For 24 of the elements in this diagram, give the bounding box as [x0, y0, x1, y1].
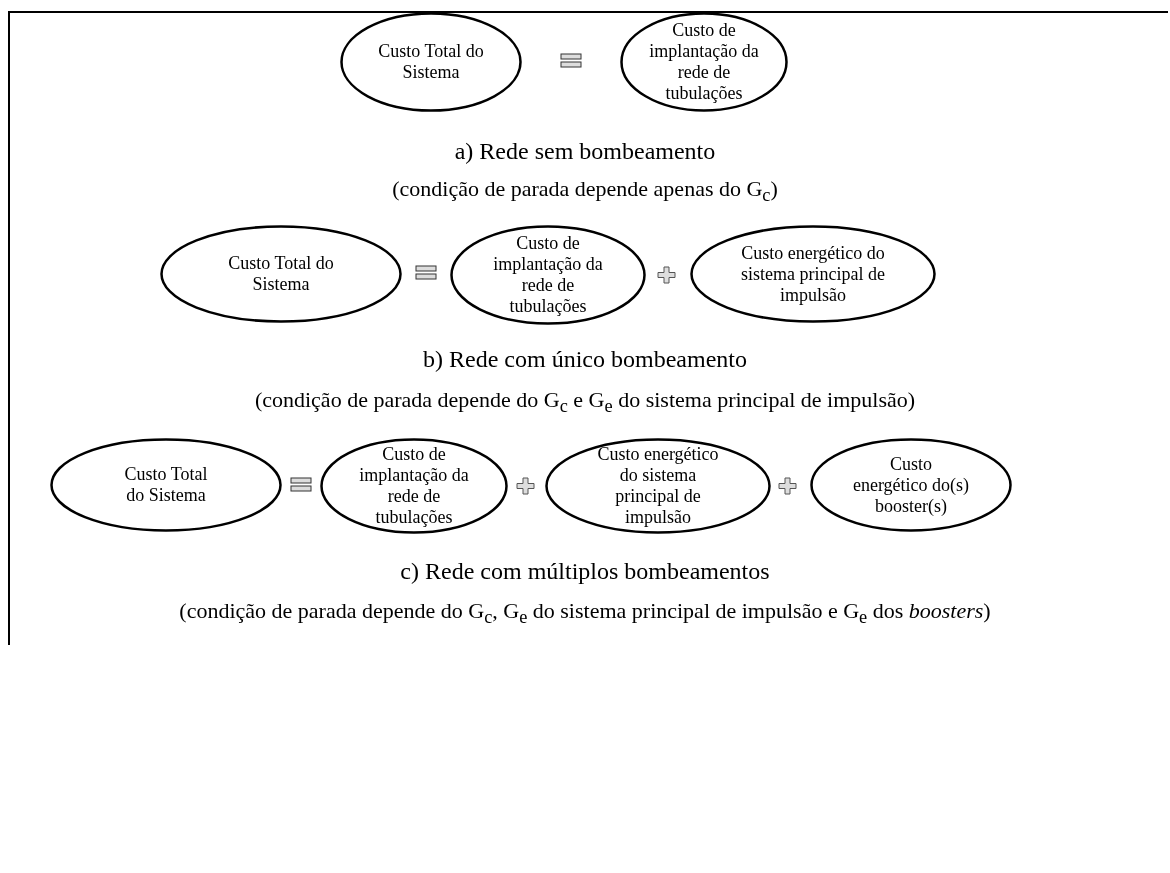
- panel-caption: b) Rede com único bombeamento: [422, 346, 748, 373]
- panel-caption: a) Rede sem bombeamento: [453, 138, 717, 165]
- cost-ellipse: [340, 12, 522, 112]
- cost-ellipse: [450, 225, 646, 325]
- node-text: Custo energético do sistema principal de impulsão: [596, 444, 720, 528]
- node-text: Custo de implantação da rede de tubulações: [359, 444, 469, 528]
- node-text: Custo de implantação da rede de tubulações: [649, 20, 759, 104]
- panel-caption: c) Rede com múltiplos bombeamentos: [399, 558, 771, 585]
- cost-ellipse: [810, 438, 1012, 532]
- caption-note: (condição de parada depende do G$_{c}$, G$_{e}$ do sistema principal de impulsão e G$_{e}$ dos boosters): [178, 598, 992, 629]
- cost-ellipse: [50, 438, 282, 532]
- node-text: Custo Total do Sistema: [377, 41, 485, 83]
- node-text: Custo energético do sistema principal de impulsão: [740, 242, 886, 306]
- caption-note: (condição de parada depende apenas do G$_{c}$): [391, 176, 779, 207]
- cost-ellipse: [690, 225, 936, 323]
- node-text: Custo energético do(s) booster(s): [851, 453, 971, 517]
- cost-ellipse: [620, 12, 788, 112]
- node-text: Custo Total do Sistema: [123, 464, 209, 506]
- cost-ellipse: [545, 438, 771, 534]
- node-text: Custo de implantação da rede de tubulações: [493, 233, 603, 317]
- cost-ellipse: [320, 438, 508, 534]
- caption-note: (condição de parada depende do G$_{c}$ e G$_{e}$ do sistema principal de impulsão): [253, 387, 917, 418]
- node-text: Custo Total do Sistema: [227, 253, 335, 295]
- cost-ellipse: [160, 225, 402, 323]
